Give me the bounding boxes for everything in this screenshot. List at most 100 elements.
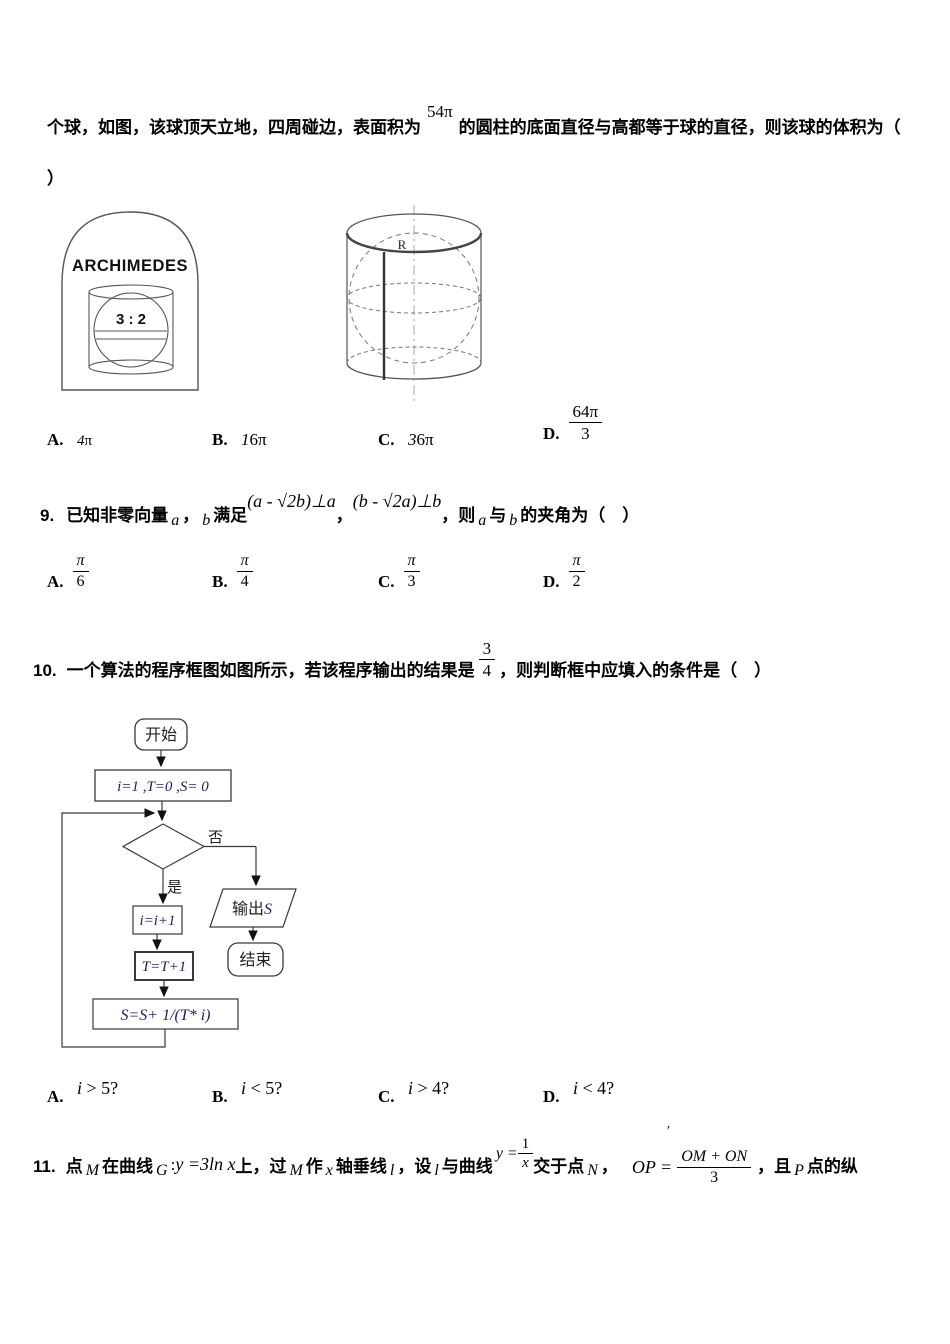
increment-t-text: T=T+1 (142, 959, 186, 975)
sum-s-box (92, 998, 239, 1030)
decision-diamond (121, 823, 206, 870)
init-box-text: i=1 ,T=0 ,S= 0 (117, 779, 209, 795)
q11-text5: 轴垂线 (335, 1157, 387, 1176)
q10-fraction: 3 4 (478, 638, 496, 682)
tombstone-sphere-chords (95, 330, 167, 340)
ratio-label-background (111, 310, 151, 327)
q9-text4: 与 (489, 506, 507, 525)
option-value: i > 4? (407, 1078, 450, 1098)
fraction-denominator: x (522, 1155, 529, 1172)
q9-text1: 已知非零向量 (66, 506, 169, 525)
q10-number: 10. (33, 661, 57, 680)
q11-var-M: M (85, 1162, 100, 1179)
yes-branch-label: 是 (167, 879, 182, 896)
option-value: i < 4? (572, 1078, 615, 1098)
archimedes-tombstone-figure: ARCHIMEDES 3 : 2 (61, 211, 199, 391)
cylinder-top-front-arc (345, 232, 483, 254)
q9-number: 9. (40, 506, 55, 525)
option-value: 36π (407, 430, 434, 449)
option-fraction: 64π 3 (568, 401, 603, 445)
cylinder-sides (346, 233, 482, 363)
option-value: i > 5? (76, 1078, 119, 1098)
q11-var-P: P (794, 1162, 804, 1179)
q11-fraction-om-on: OM + ON 3 (677, 1147, 752, 1188)
q11-text3: 上，过 (235, 1157, 287, 1176)
init-box (94, 769, 232, 802)
q9-formula1: (a - √2b)⊥a (247, 491, 336, 511)
q11-stem: 11. 点 M 在曲线 G : y =3ln x 上，过 M 作 x 轴垂线 l… (33, 1128, 858, 1190)
q11-text8: 交于点 (533, 1157, 585, 1176)
q9-text5: 的夹角为（ ） (520, 506, 640, 525)
q8-superscript-54pi: 54π (427, 102, 453, 121)
q9-comma2: ， (335, 506, 353, 525)
option-fraction: π 6 (72, 551, 89, 592)
q8-close-paren: ） (47, 169, 64, 188)
q9-option-d: D. π 2 (543, 551, 585, 592)
q8-option-c: C. 36π (378, 430, 434, 450)
increment-i-box (132, 905, 183, 935)
q10-option-b: B. i < 5? (212, 1078, 282, 1107)
option-label: A. (47, 572, 64, 591)
q11-text4: 作 (305, 1157, 323, 1176)
q10-option-a: A. i > 5? (47, 1078, 118, 1107)
option-value: 16π (241, 430, 267, 449)
q10-text1: 一个算法的程序框图如图所示，若该程序输出的结果是 (66, 661, 475, 680)
q11-text2: 在曲线 (102, 1157, 154, 1176)
sum-s-text: S=S+ 1/(T* i) (120, 1007, 210, 1024)
option-label: A. (47, 1087, 64, 1106)
fraction-denominator: 2 (572, 573, 581, 590)
option-value: i < 5? (241, 1078, 283, 1098)
q11-text6: ，设 (397, 1157, 432, 1176)
q10-flowchart: 开始 i=1 ,T=0 ,S= 0 否 是 i=i+1 T=T+1 S=S+ 1… (61, 718, 297, 1048)
q9-stem: 9. 已知非零向量 a ， b 满足 (a - √2b)⊥a ， (b - √2… (40, 484, 640, 529)
end-box-text: 结束 (239, 951, 271, 969)
cylinder-bottom-front-arc (346, 362, 482, 380)
start-box (134, 718, 188, 751)
q10-text2: ，则判断框中应填入的条件是（ ） (499, 661, 772, 680)
q9-option-a: A. π 6 (47, 551, 89, 592)
option-fraction: π 2 (568, 551, 585, 592)
q8-option-b: B. 16π (212, 430, 267, 450)
q10-option-c: C. i > 4? (378, 1078, 449, 1107)
start-box-text: 开始 (145, 726, 177, 744)
q8-text-after: 的圆柱的底面直径与高都等于球的直径，则该球的体积为（ (458, 118, 901, 137)
q11-text10: ，且 (757, 1157, 792, 1176)
tombstone-inner-cylinder (88, 284, 174, 375)
fraction-denominator: 4 (482, 660, 492, 680)
cylinder-sphere-figure: R (345, 205, 483, 401)
q9-text3: ，则 (441, 506, 476, 525)
q11-text1: 点 (65, 1157, 83, 1176)
q11-var-x: x (325, 1162, 333, 1179)
q11-var-l2: l (434, 1162, 439, 1179)
q9-comma1: ， (182, 506, 200, 525)
option-fraction: π 3 (403, 551, 420, 592)
q11-text11: 点的纵 (806, 1157, 858, 1176)
option-label: C. (378, 430, 395, 449)
q11-text9: ， (600, 1157, 618, 1176)
tombstone-ratio-text: 3 : 2 (116, 311, 146, 328)
q9-option-c: C. π 3 (378, 551, 420, 592)
cylinder-bottom-back-arc (346, 346, 482, 364)
fraction-denominator: 3 (407, 573, 416, 590)
q8-text-before: 个球，如图，该球顶天立地，四周碰边，表面积为 (47, 118, 421, 137)
fraction-numerator: 3 (478, 638, 496, 660)
tombstone-inscribed-sphere (93, 292, 169, 368)
q9-option-b: B. π 4 (212, 551, 253, 592)
q11-eq-op: OP = (631, 1157, 673, 1177)
tombstone-outline (61, 211, 199, 391)
output-parallelogram (209, 888, 297, 928)
fraction-numerator: π (236, 551, 253, 572)
fraction-numerator: OM + ON (677, 1147, 752, 1168)
q9-var-b2: b (509, 512, 518, 529)
no-branch-label: 否 (208, 829, 223, 846)
option-label: D. (543, 423, 560, 443)
increment-i-text: i=i+1 (139, 913, 175, 929)
fraction-numerator: π (72, 551, 89, 572)
q11-fraction-1-over-x: 1 x (517, 1135, 534, 1174)
q8-option-d: D. 64π 3 (543, 401, 603, 445)
flowchart-connectors (61, 750, 261, 1048)
option-label: B. (212, 572, 228, 591)
q8-option-a: A. 4π (47, 430, 92, 450)
q8-stem-line2: ） (47, 164, 64, 189)
